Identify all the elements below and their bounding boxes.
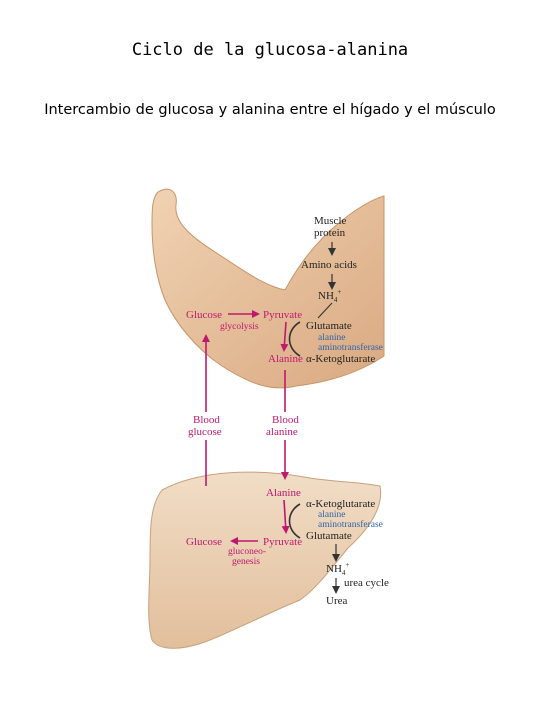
liver-transamination-arc bbox=[288, 503, 301, 539]
blood-glucose-bg bbox=[186, 412, 226, 440]
liver-enzyme-label-1: alanine bbox=[318, 510, 345, 520]
muscle-enzyme-label-1: alanine bbox=[318, 333, 345, 343]
blood-alanine-bg bbox=[264, 412, 308, 440]
liver-enzyme-label-2: aminotransferase bbox=[318, 519, 383, 530]
muscle-protein-label-1: Muscle bbox=[314, 215, 347, 227]
liver-nh4-label: NH4+ bbox=[326, 561, 349, 577]
blood-alanine-label-1: Blood bbox=[272, 414, 299, 426]
blood-alanine-label-2: alanine bbox=[266, 426, 298, 438]
liver-pyruvate-label: Pyruvate bbox=[263, 536, 302, 548]
gluconeogenesis-label-1: gluconeo- bbox=[228, 547, 266, 557]
muscle-ketoglutarate-label: α-Ketoglutarate bbox=[306, 353, 375, 365]
urea-cycle-label: urea cycle bbox=[344, 577, 389, 589]
gluconeogenesis-label-2: genesis bbox=[232, 557, 260, 567]
amino-acids-label: Amino acids bbox=[301, 259, 357, 271]
muscle-transamination-arc bbox=[288, 321, 301, 357]
liver-glucose-label: Glucose bbox=[186, 536, 222, 548]
glycolysis-label: glycolysis bbox=[220, 322, 259, 332]
urea-label: Urea bbox=[326, 595, 347, 607]
muscle-pyruvate-label: Pyruvate bbox=[263, 309, 302, 321]
arrow-alanine-to-pyruvate bbox=[281, 499, 290, 534]
arrow-pyruvate-to-alanine bbox=[280, 321, 289, 352]
arm-illustration bbox=[151, 188, 385, 389]
liver-alanine-label: Alanine bbox=[266, 487, 301, 499]
muscle-enzyme-label-2: aminotransferase bbox=[318, 342, 383, 353]
arrow-nh4-to-glutamate bbox=[317, 302, 333, 319]
muscle-nh4-label: NH4+ bbox=[318, 288, 341, 304]
liver-ketoglutarate-label: α-Ketoglutarate bbox=[306, 498, 375, 510]
muscle-alanine-label: Alanine bbox=[268, 353, 303, 365]
muscle-protein-label-2: protein bbox=[314, 227, 346, 239]
liver-glutamate-label: Glutamate bbox=[306, 530, 352, 542]
page-subtitle: Intercambio de glucosa y alanina entre e… bbox=[44, 102, 496, 118]
page-title: Ciclo de la glucosa-alanina bbox=[131, 40, 409, 60]
muscle-glucose-label: Glucose bbox=[186, 309, 222, 321]
muscle-glutamate-label: Glutamate bbox=[306, 320, 352, 332]
blood-glucose-label-1: Blood bbox=[193, 414, 220, 426]
blood-glucose-label-2: glucose bbox=[188, 426, 222, 438]
liver-illustration bbox=[148, 471, 382, 649]
